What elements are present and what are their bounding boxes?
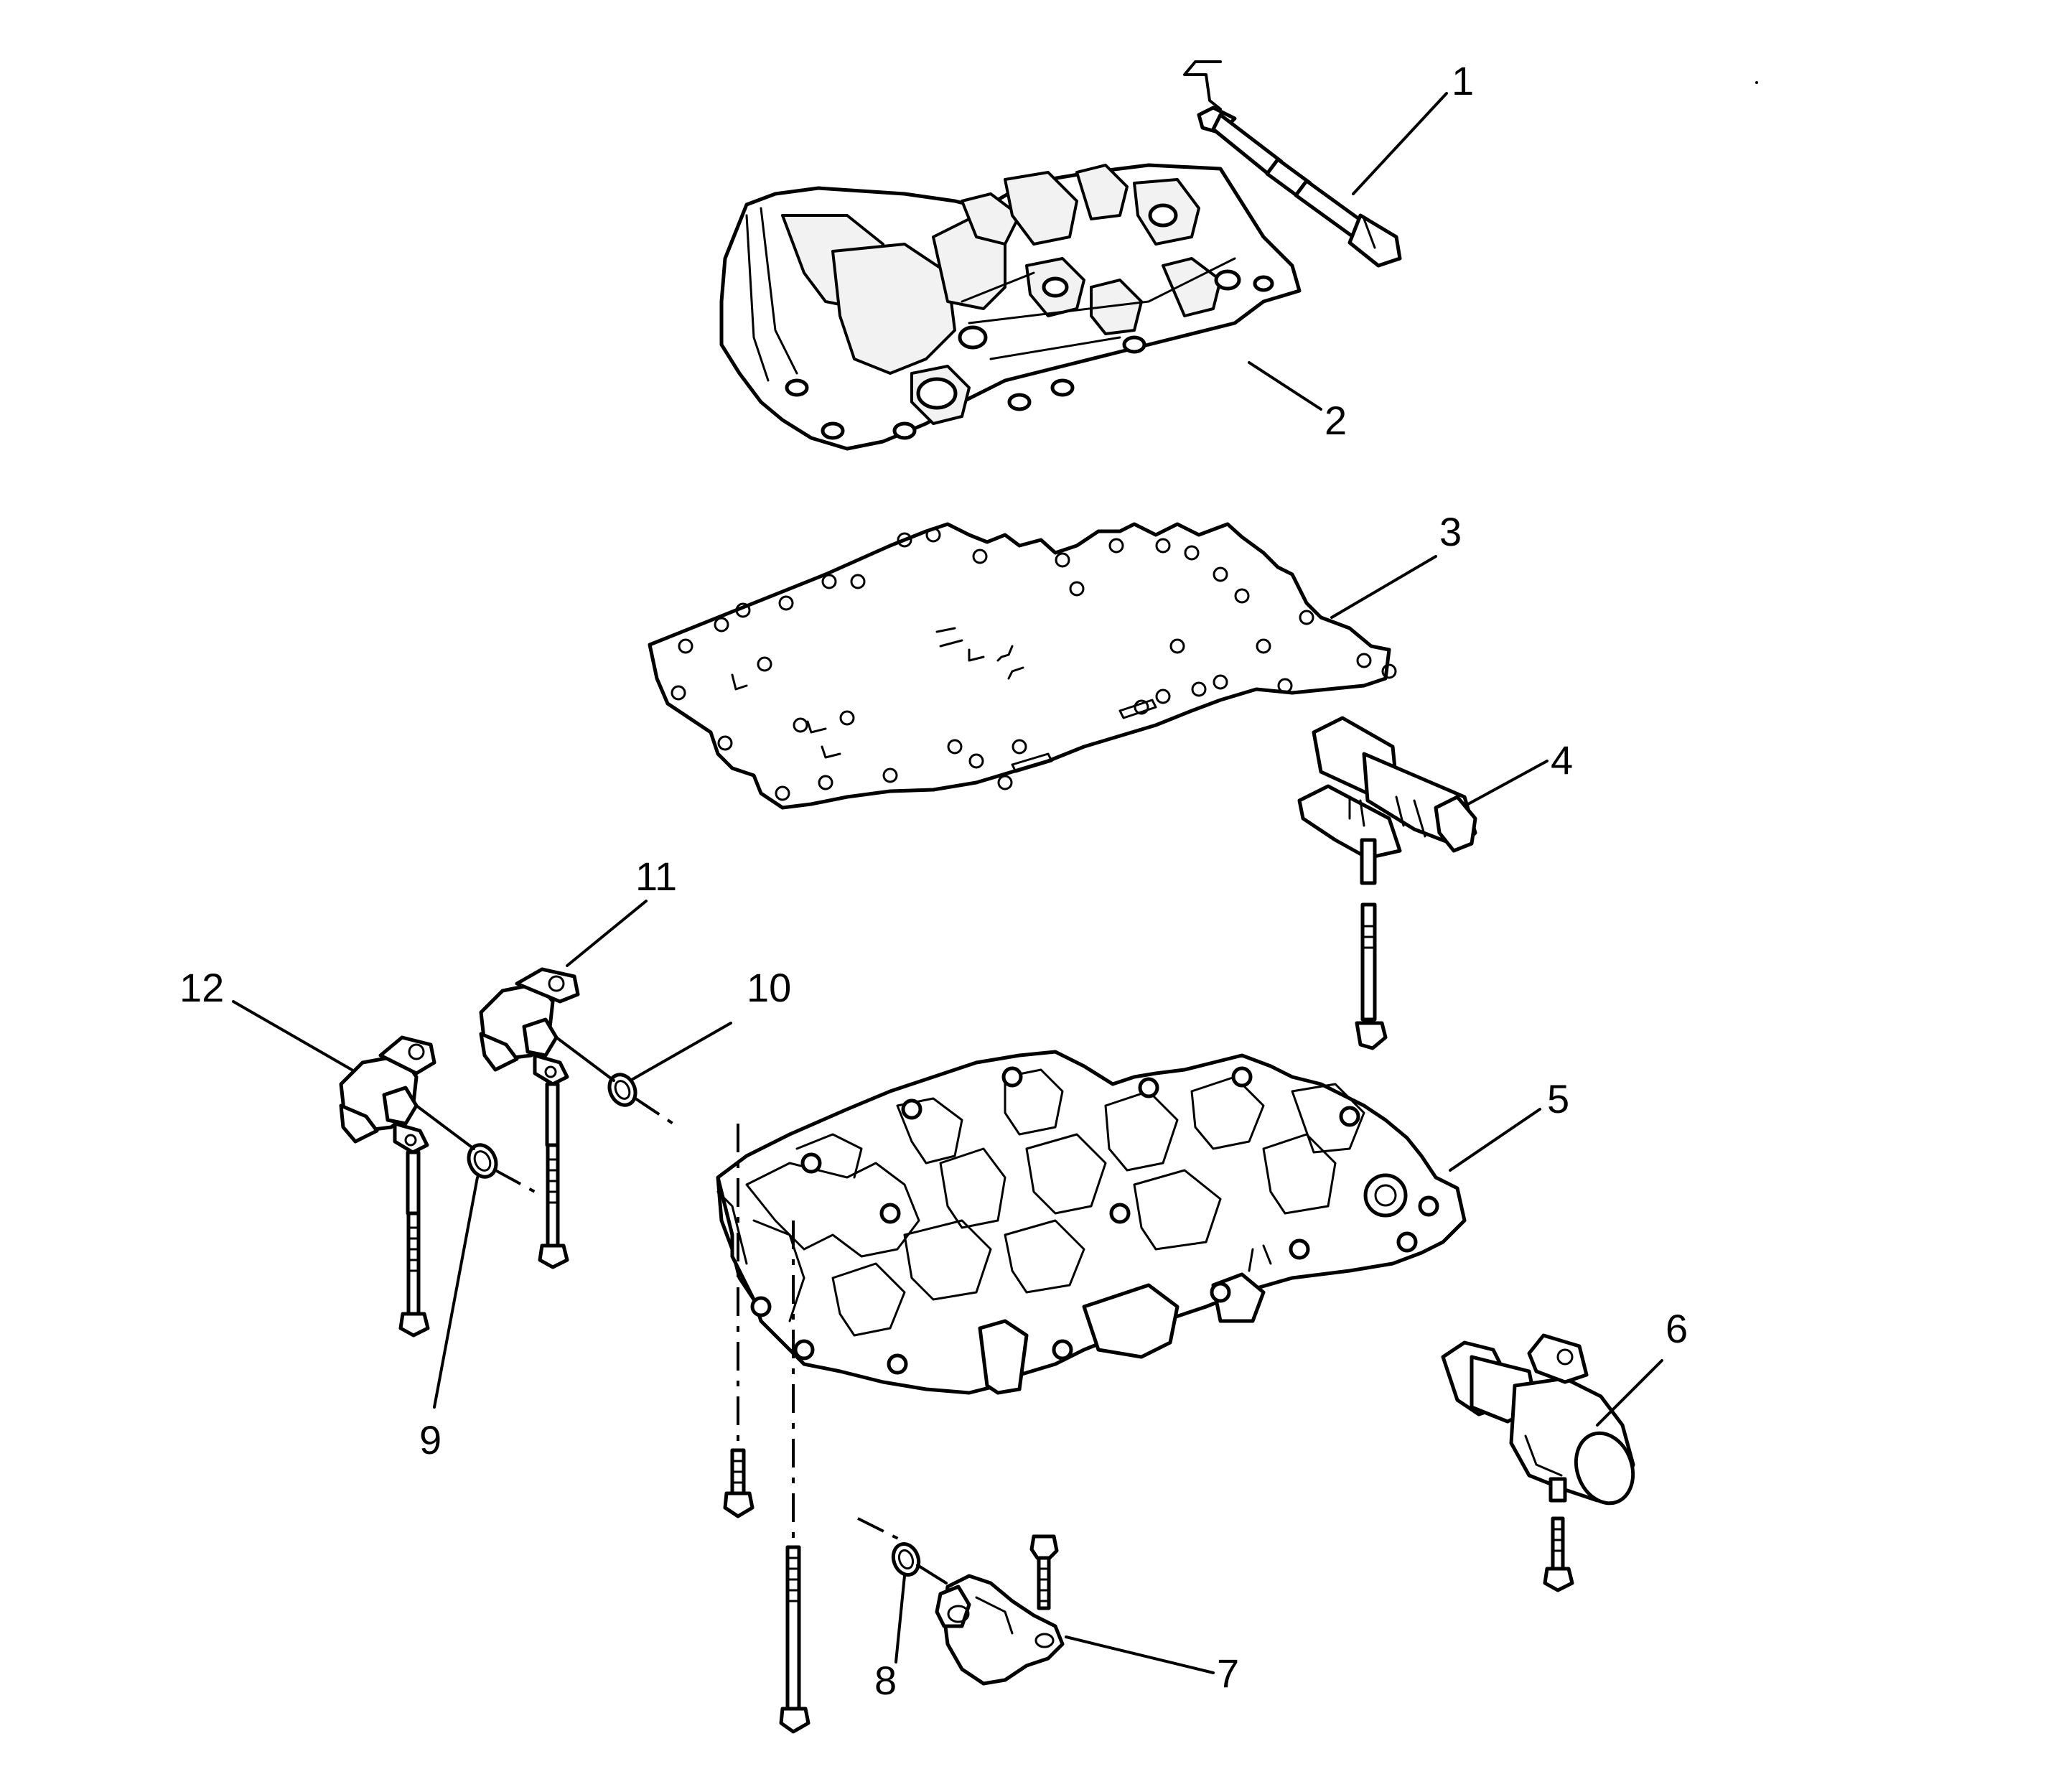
leader-3 <box>1330 555 1437 619</box>
callout-6: 6 <box>1666 1306 1688 1351</box>
part-10-o-ring <box>607 1073 680 1129</box>
part-4-solenoid <box>1297 716 1477 1050</box>
leader-12 <box>232 1000 353 1071</box>
callout-4: 4 <box>1551 737 1573 783</box>
part-11-solenoid <box>479 967 615 1269</box>
part-5-bolts <box>723 1448 811 1734</box>
callout-2: 2 <box>1325 398 1347 443</box>
leader-5 <box>1449 1108 1541 1172</box>
callout-7: 7 <box>1217 1651 1239 1696</box>
leader-9 <box>433 1176 479 1409</box>
callout-12: 12 <box>179 965 224 1010</box>
part-9-o-ring <box>467 1143 536 1193</box>
leader-6 <box>1596 1359 1663 1427</box>
part-12-solenoid <box>339 1035 475 1338</box>
callout-3: 3 <box>1439 509 1462 554</box>
callout-5: 5 <box>1547 1076 1569 1121</box>
part-1-wiring-harness <box>1183 60 1402 268</box>
callout-9: 9 <box>419 1417 442 1462</box>
callout-1: 1 <box>1452 58 1474 103</box>
part-7-solenoid <box>935 1534 1065 1686</box>
leader-11 <box>566 900 648 967</box>
leader-4 <box>1467 760 1548 806</box>
part-2-upper-valve-body <box>719 163 1302 451</box>
callout-10: 10 <box>747 965 791 1010</box>
callout-11: 11 <box>635 854 677 899</box>
part-3-separator-plate <box>648 522 1397 810</box>
part-5-lower-valve-body <box>716 1050 1467 1395</box>
leader-10 <box>629 1022 732 1082</box>
leader-1 <box>1352 92 1448 195</box>
callout-numbers: 1 2 3 4 5 6 7 8 9 10 11 12 <box>179 58 1688 1703</box>
leader-lines <box>232 92 1663 1674</box>
part-6-pressure-control-solenoid <box>1441 1333 1635 1592</box>
callout-8: 8 <box>874 1658 897 1703</box>
part-8-o-ring <box>857 1517 948 1585</box>
leader-7 <box>1065 1635 1215 1674</box>
leader-8 <box>894 1574 906 1663</box>
corner-dot <box>1755 81 1758 84</box>
leader-2 <box>1248 361 1322 411</box>
